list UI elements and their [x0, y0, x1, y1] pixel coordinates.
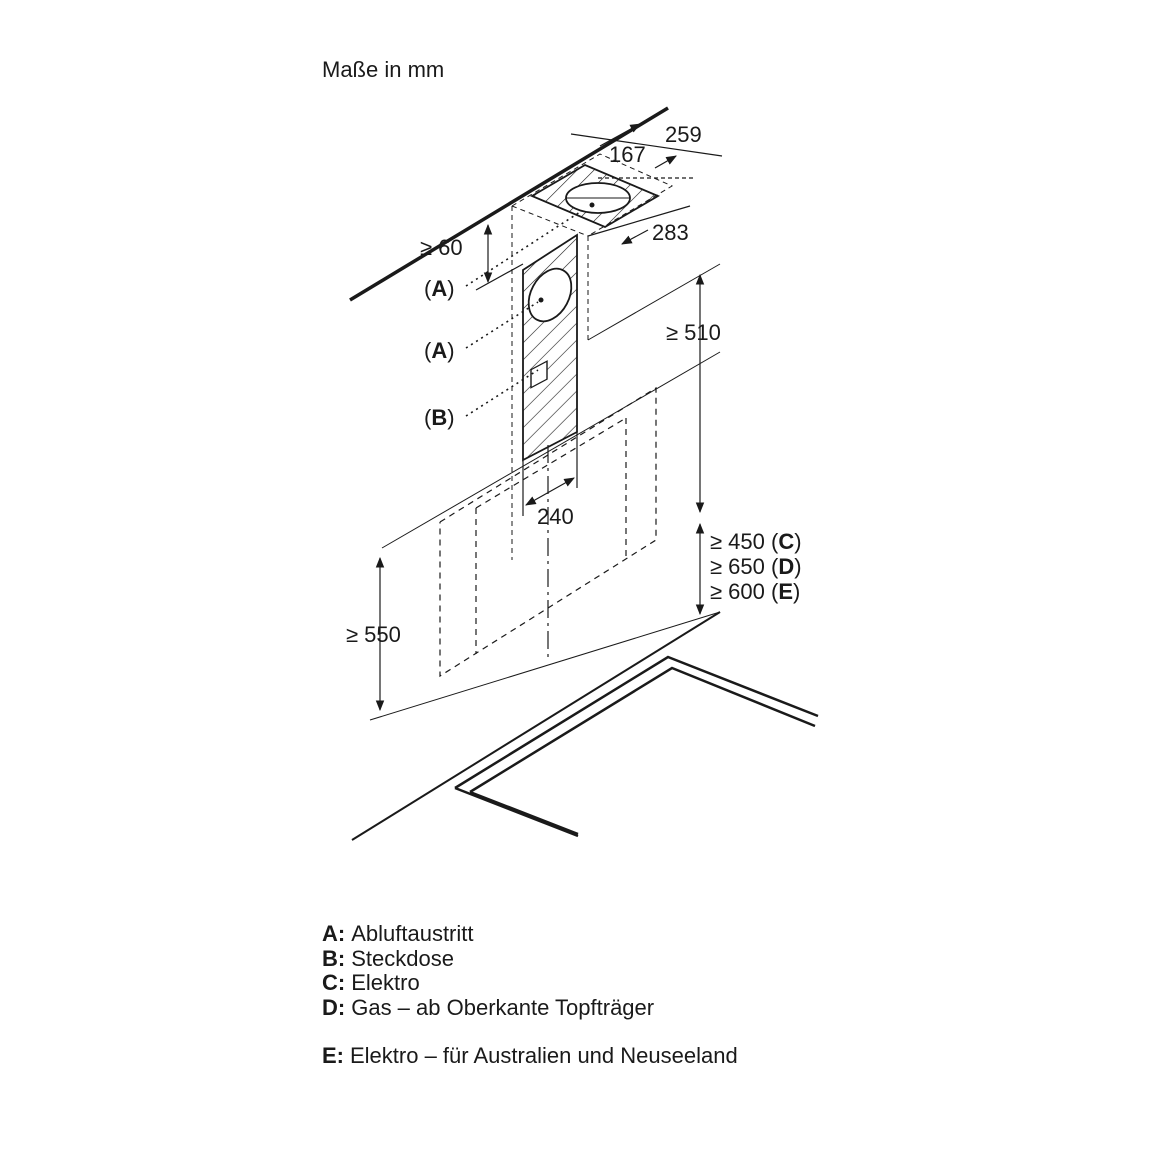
legend-item-e: E:Elektro – für Australien und Neuseelan…	[322, 1043, 738, 1068]
legend-item-c: C:Elektro	[322, 970, 420, 995]
ceiling-cutout	[529, 163, 661, 229]
legend-item-b: B:Steckdose	[322, 945, 454, 971]
dim-min650-label: ≥ 650 (D)	[710, 554, 802, 579]
cooktop	[351, 611, 819, 841]
legend: A:Abluftaustritt B:Steckdose C:Elektro D…	[322, 921, 738, 1069]
units-heading: Maße in mm	[322, 57, 445, 82]
dim-min600-label: ≥ 600 (E)	[710, 579, 800, 604]
dimension-283	[587, 205, 691, 245]
dimension-259	[570, 123, 723, 157]
chimney-cover	[522, 233, 578, 462]
dim-259-label: 259	[665, 122, 702, 147]
dim-283-label: 283	[652, 220, 689, 245]
dim-min510-label: ≥ 510	[666, 320, 721, 345]
wall-lower-edge	[369, 611, 721, 721]
dim-240-label: 240	[537, 504, 574, 529]
legend-item-a: A:Abluftaustritt	[322, 921, 474, 946]
dim-167-label: 167	[609, 142, 646, 167]
hood-dashed-outline	[439, 386, 657, 678]
dim-min450-label: ≥ 450 (C)	[710, 529, 802, 554]
dimension-167	[598, 155, 696, 179]
legend-item-d: D:Gas – ab Oberkante Topfträger	[322, 994, 655, 1020]
ceiling-dashed-outline	[511, 153, 674, 560]
callout-a-mid: (A)	[424, 338, 455, 363]
callout-leaders	[465, 211, 581, 417]
dim-min550-label: ≥ 550	[346, 622, 401, 647]
dim-min60-label: ≥ 60	[420, 235, 463, 260]
wall-bottom-edge	[381, 351, 721, 549]
dimension-min60	[475, 223, 524, 291]
callout-b: (B)	[424, 405, 455, 430]
dimension-240	[522, 432, 578, 516]
callout-a-top: (A)	[424, 276, 455, 301]
